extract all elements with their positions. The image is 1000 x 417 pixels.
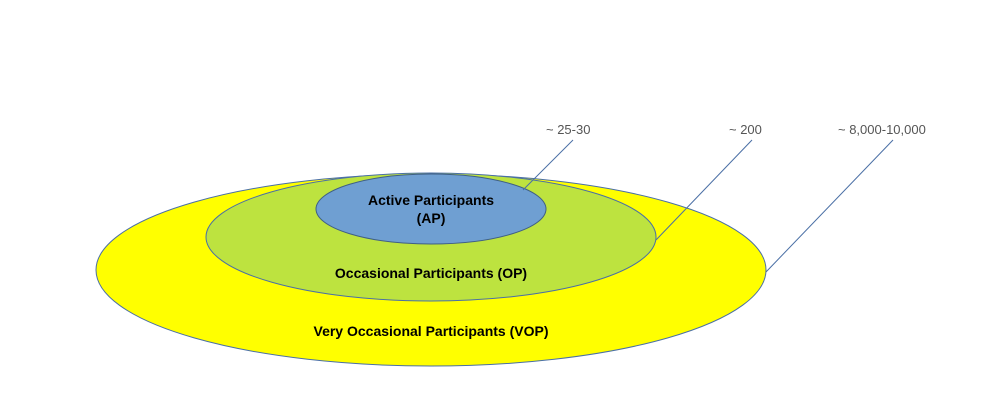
vop-leader-line [765,139,894,273]
ap-ellipse [315,173,547,245]
ap-count-label: ~ 25-30 [546,122,590,137]
ap-label-line2: (AP) [417,210,446,226]
op-label: Occasional Participants (OP) [335,265,527,281]
op-count-label: ~ 200 [729,122,762,137]
vop-label: Very Occasional Participants (VOP) [314,323,549,339]
ap-leader-line [522,139,574,191]
vop-count-label: ~ 8,000-10,000 [838,122,926,137]
op-leader-line [655,139,753,241]
ap-label-line1: Active Participants [368,192,494,208]
